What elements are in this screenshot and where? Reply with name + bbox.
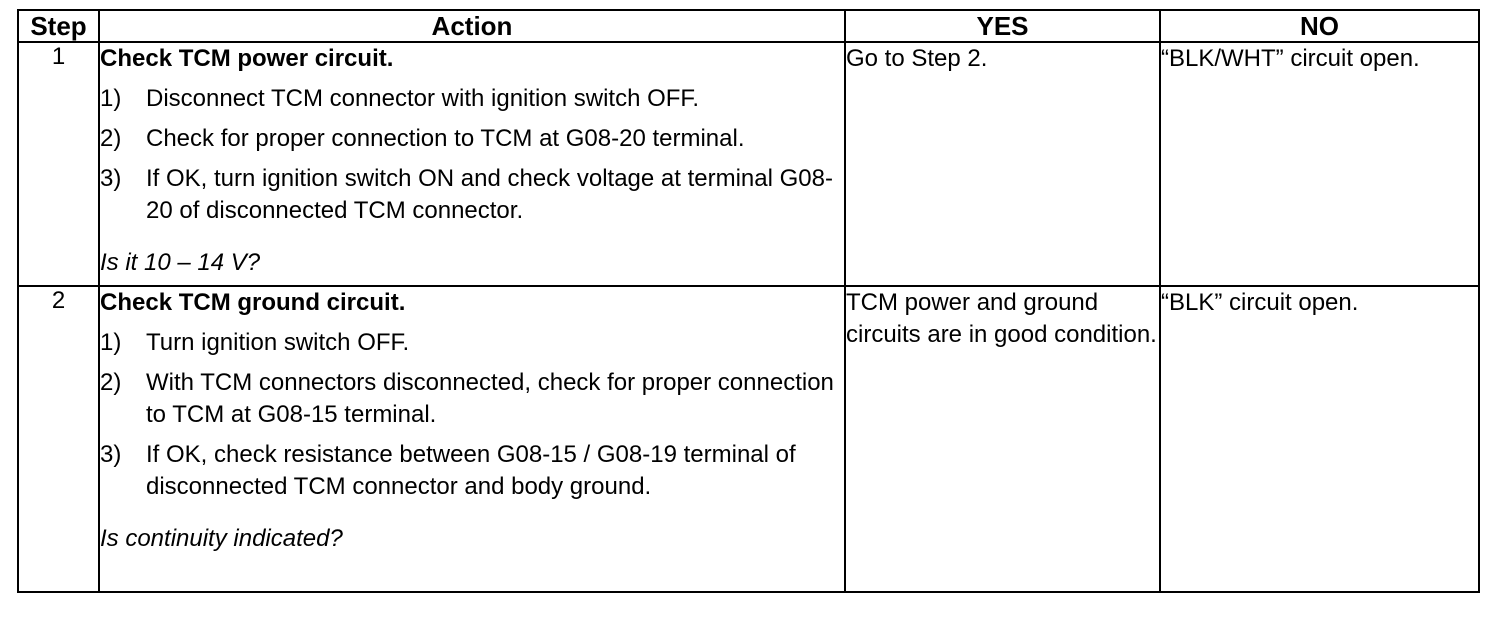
action-step-text: Disconnect TCM connector with ignition s… (146, 85, 700, 112)
no-result: “BLK” circuit open. (1159, 285, 1480, 593)
action-step: 2) Check for proper connection to TCM at… (100, 123, 844, 155)
step-number: 1 (17, 41, 100, 287)
action-step-text: Check for proper connection to TCM at G0… (146, 125, 745, 152)
step-number: 2 (17, 285, 100, 593)
action-step-number: 2) (100, 369, 122, 396)
header-no: NO (1159, 9, 1480, 43)
yes-result: TCM power and ground circuits are in goo… (844, 285, 1161, 593)
action-step-text: If OK, turn ignition switch ON and check… (146, 165, 833, 224)
diagnostic-procedure-table: Step Action YES NO 1 Check TCM power cir… (17, 9, 1480, 593)
header-yes: YES (844, 9, 1161, 43)
header-action: Action (98, 9, 846, 43)
action-step-number: 3) (100, 165, 122, 192)
action-step-number: 3) (100, 441, 122, 468)
action-step-number: 2) (100, 125, 122, 152)
action-step-number: 1) (100, 329, 122, 356)
table-header-row: Step Action YES NO (17, 9, 1480, 43)
action-title: Check TCM power circuit. (100, 45, 394, 72)
action-title: Check TCM ground circuit. (100, 289, 406, 316)
table-row: 2 Check TCM ground circuit. 1) Turn igni… (17, 285, 1480, 593)
table-row: 1 Check TCM power circuit. 1) Disconnect… (17, 41, 1480, 287)
action-cell: Check TCM power circuit. 1) Disconnect T… (98, 41, 846, 287)
header-step: Step (17, 9, 100, 43)
check-question: Is continuity indicated? (100, 525, 343, 552)
action-step: 2) With TCM connectors disconnected, che… (100, 367, 844, 431)
action-step: 3) If OK, turn ignition switch ON and ch… (100, 163, 844, 227)
action-step: 3) If OK, check resistance between G08-1… (100, 439, 844, 503)
action-step: 1) Disconnect TCM connector with ignitio… (100, 83, 844, 115)
action-cell: Check TCM ground circuit. 1) Turn igniti… (98, 285, 846, 593)
check-question: Is it 10 – 14 V? (100, 249, 261, 276)
action-step-number: 1) (100, 85, 122, 112)
action-step-text: Turn ignition switch OFF. (146, 329, 410, 356)
yes-result: Go to Step 2. (844, 41, 1161, 287)
action-step-text: If OK, check resistance between G08-15 /… (146, 441, 796, 500)
action-step-text: With TCM connectors disconnected, check … (146, 369, 834, 428)
action-step: 1) Turn ignition switch OFF. (100, 327, 844, 359)
no-result: “BLK/WHT” circuit open. (1159, 41, 1480, 287)
